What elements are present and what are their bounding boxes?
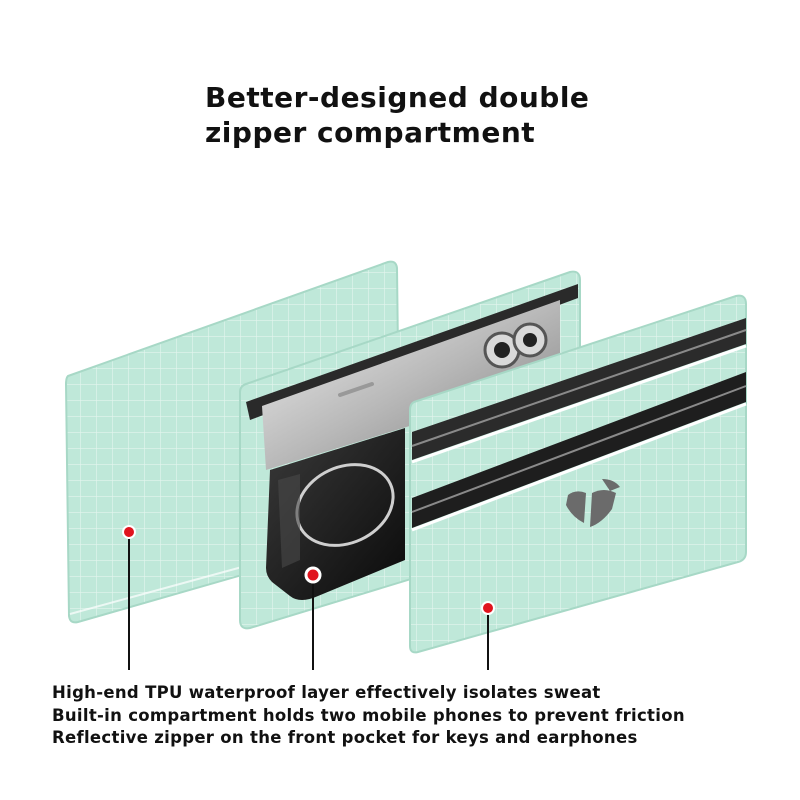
caption-tpu-layer: High-end TPU waterproof layer effectivel… [52, 683, 601, 702]
front-pocket-panel [409, 294, 747, 654]
callout-compartment [304, 566, 322, 670]
callout-zipper [481, 601, 495, 670]
headline: Better-designed double zipper compartmen… [205, 80, 765, 150]
callout-marker-dot [304, 566, 322, 584]
callout-marker-dot [481, 601, 495, 615]
headline-line-2: zipper compartment [205, 116, 536, 149]
phone-front-black [266, 428, 405, 600]
zipper-upper [411, 318, 747, 464]
caption-phone-compartment: Built-in compartment holds two mobile ph… [52, 705, 685, 725]
callout-tpu [122, 525, 136, 670]
phone-back-silver [262, 300, 560, 470]
headline-line-1: Better-designed double [205, 81, 590, 114]
caption-reflective-zipper: Reflective zipper on the front pocket fo… [52, 728, 638, 747]
feature-captions: High-end TPU waterproof layer effectivel… [52, 682, 772, 750]
leaf-logo-icon [566, 479, 620, 527]
zipper-lower [411, 372, 747, 532]
callout-marker-dot [122, 525, 136, 539]
